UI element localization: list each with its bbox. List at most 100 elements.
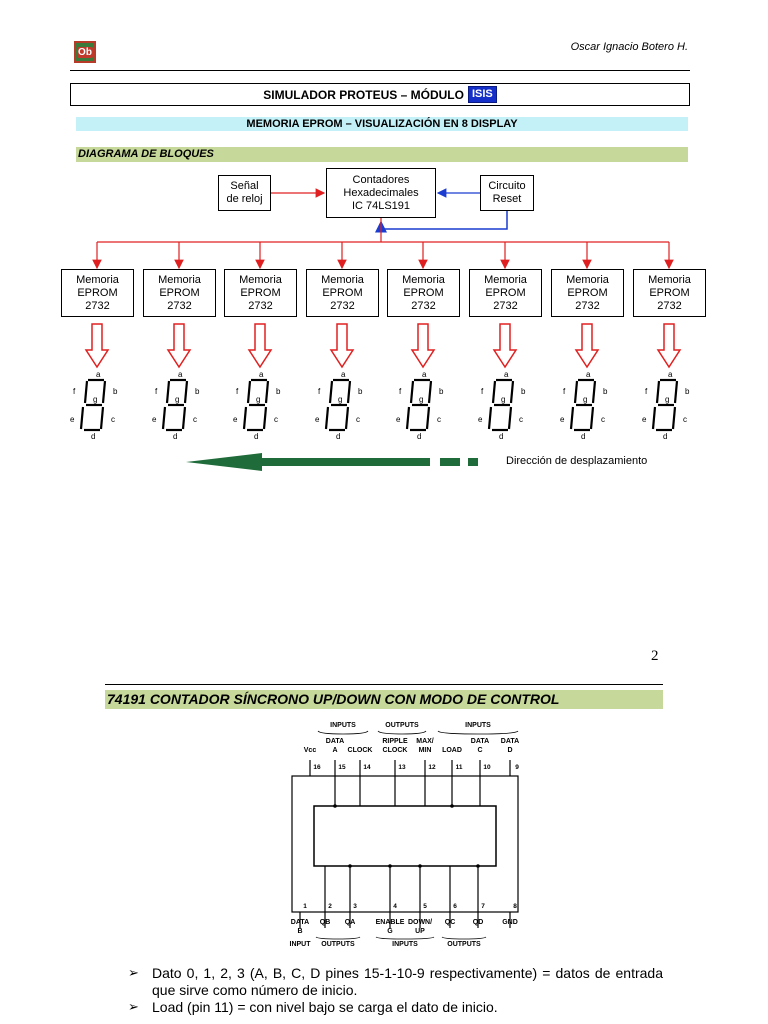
segment-label-d: d — [663, 432, 667, 441]
segment-label-f: f — [563, 387, 566, 396]
ic-outline — [291, 775, 519, 913]
ic-group-label: INPUTS — [465, 722, 491, 729]
segment — [671, 406, 677, 430]
down-arrow-icon — [574, 323, 600, 369]
segment-label-e: e — [152, 415, 157, 424]
segment-label-b: b — [521, 387, 526, 396]
segment-label-b: b — [195, 387, 200, 396]
segment — [324, 406, 330, 430]
display-arrows — [84, 323, 682, 369]
segment-label-d: d — [581, 432, 585, 441]
ic-top-label: LOAD — [442, 747, 462, 754]
segment-label-c: c — [111, 415, 115, 424]
ic-pin-number: 8 — [513, 903, 517, 910]
segment-label-b: b — [439, 387, 444, 396]
segment-label-d: d — [499, 432, 503, 441]
segment — [344, 406, 350, 430]
down-arrow-icon — [247, 323, 273, 369]
segment-label-g: g — [501, 395, 505, 404]
logo-text: Ob — [77, 46, 93, 58]
ic-pin-number: 10 — [483, 764, 491, 771]
memory-label-2: EPROM — [403, 286, 444, 299]
segment-label-g: g — [583, 395, 587, 404]
ic-top-label: MAX/ — [416, 738, 434, 745]
segment-label-a: a — [178, 370, 183, 379]
ic-top-label: DATA — [471, 738, 489, 745]
down-arrow-icon — [492, 323, 518, 369]
ic-pin-number: 13 — [398, 764, 406, 771]
ic-pin-number: 9 — [515, 764, 519, 771]
ic-body — [313, 805, 497, 867]
segment — [487, 406, 493, 430]
ic-bottom-label: QB — [320, 919, 331, 926]
segment-label-d: d — [254, 432, 258, 441]
ic-top-label: MIN — [419, 747, 432, 754]
segment — [509, 380, 515, 404]
author-name: Oscar Ignacio Botero H. — [570, 41, 688, 53]
memory-label-3: 2732 — [167, 299, 192, 312]
segment-label-b: b — [358, 387, 363, 396]
memory-label-2: EPROM — [567, 286, 608, 299]
segment-label-a: a — [341, 370, 346, 379]
ic-pin-number: 11 — [456, 764, 463, 771]
segment-label-e: e — [642, 415, 647, 424]
segment-label-d: d — [173, 432, 177, 441]
ic-bottom-label: DATA — [291, 919, 309, 926]
segment — [569, 406, 575, 430]
ic-top-label: CLOCK — [383, 747, 408, 754]
segment — [101, 380, 107, 404]
down-arrow-icon — [84, 323, 110, 369]
segment-label-b: b — [603, 387, 608, 396]
seven-segment-displays: abcdefgabcdefgabcdefgabcdefgabcdefgabcde… — [70, 370, 690, 441]
reset-label-2: Reset — [492, 193, 522, 205]
segment-label-f: f — [155, 387, 158, 396]
ic-bottom-label: ENABLE — [376, 919, 405, 926]
segment-label-e: e — [478, 415, 483, 424]
segment — [591, 380, 597, 404]
block-diagram-connectors: abcdefgabcdefgabcdefgabcdefgabcdefgabcde… — [70, 188, 690, 471]
segment — [183, 380, 189, 404]
segment-label-c: c — [601, 415, 605, 424]
segment-label-d: d — [417, 432, 421, 441]
clock-label-2: de reloj — [226, 193, 263, 205]
segment — [328, 380, 334, 404]
ic-group-label: INPUT — [290, 941, 312, 948]
page-title-text: SIMULADOR PROTEUS – MÓDULO — [263, 87, 464, 102]
memory-label-3: 2732 — [85, 299, 110, 312]
memory-label-3: 2732 — [330, 299, 355, 312]
ic-pin-number: 4 — [393, 903, 397, 910]
down-arrow-icon — [410, 323, 436, 369]
segment — [79, 406, 85, 430]
segment — [181, 406, 187, 430]
reset-feedback-line — [375, 211, 508, 233]
down-arrow-icon — [656, 323, 682, 369]
memory-label-3: 2732 — [493, 299, 518, 312]
segment-label-e: e — [233, 415, 238, 424]
memory-label-2: EPROM — [485, 286, 526, 299]
ic-top-label: D — [507, 747, 512, 754]
memory-label-1: Memoria — [321, 273, 364, 286]
segment-label-f: f — [399, 387, 402, 396]
segment-label-b: b — [276, 387, 281, 396]
down-arrow-icon — [166, 323, 192, 369]
direction-arrow-icon — [186, 453, 430, 471]
segment — [427, 380, 433, 404]
ic-pin-number: 3 — [353, 903, 357, 910]
page-number: 2 — [651, 648, 659, 664]
segment-label-d: d — [91, 432, 95, 441]
segment-label-g: g — [665, 395, 669, 404]
memory-label-3: 2732 — [411, 299, 436, 312]
ic-top-label: DATA — [326, 738, 344, 745]
segment — [651, 406, 657, 430]
segment — [262, 406, 268, 430]
segment — [409, 380, 415, 404]
